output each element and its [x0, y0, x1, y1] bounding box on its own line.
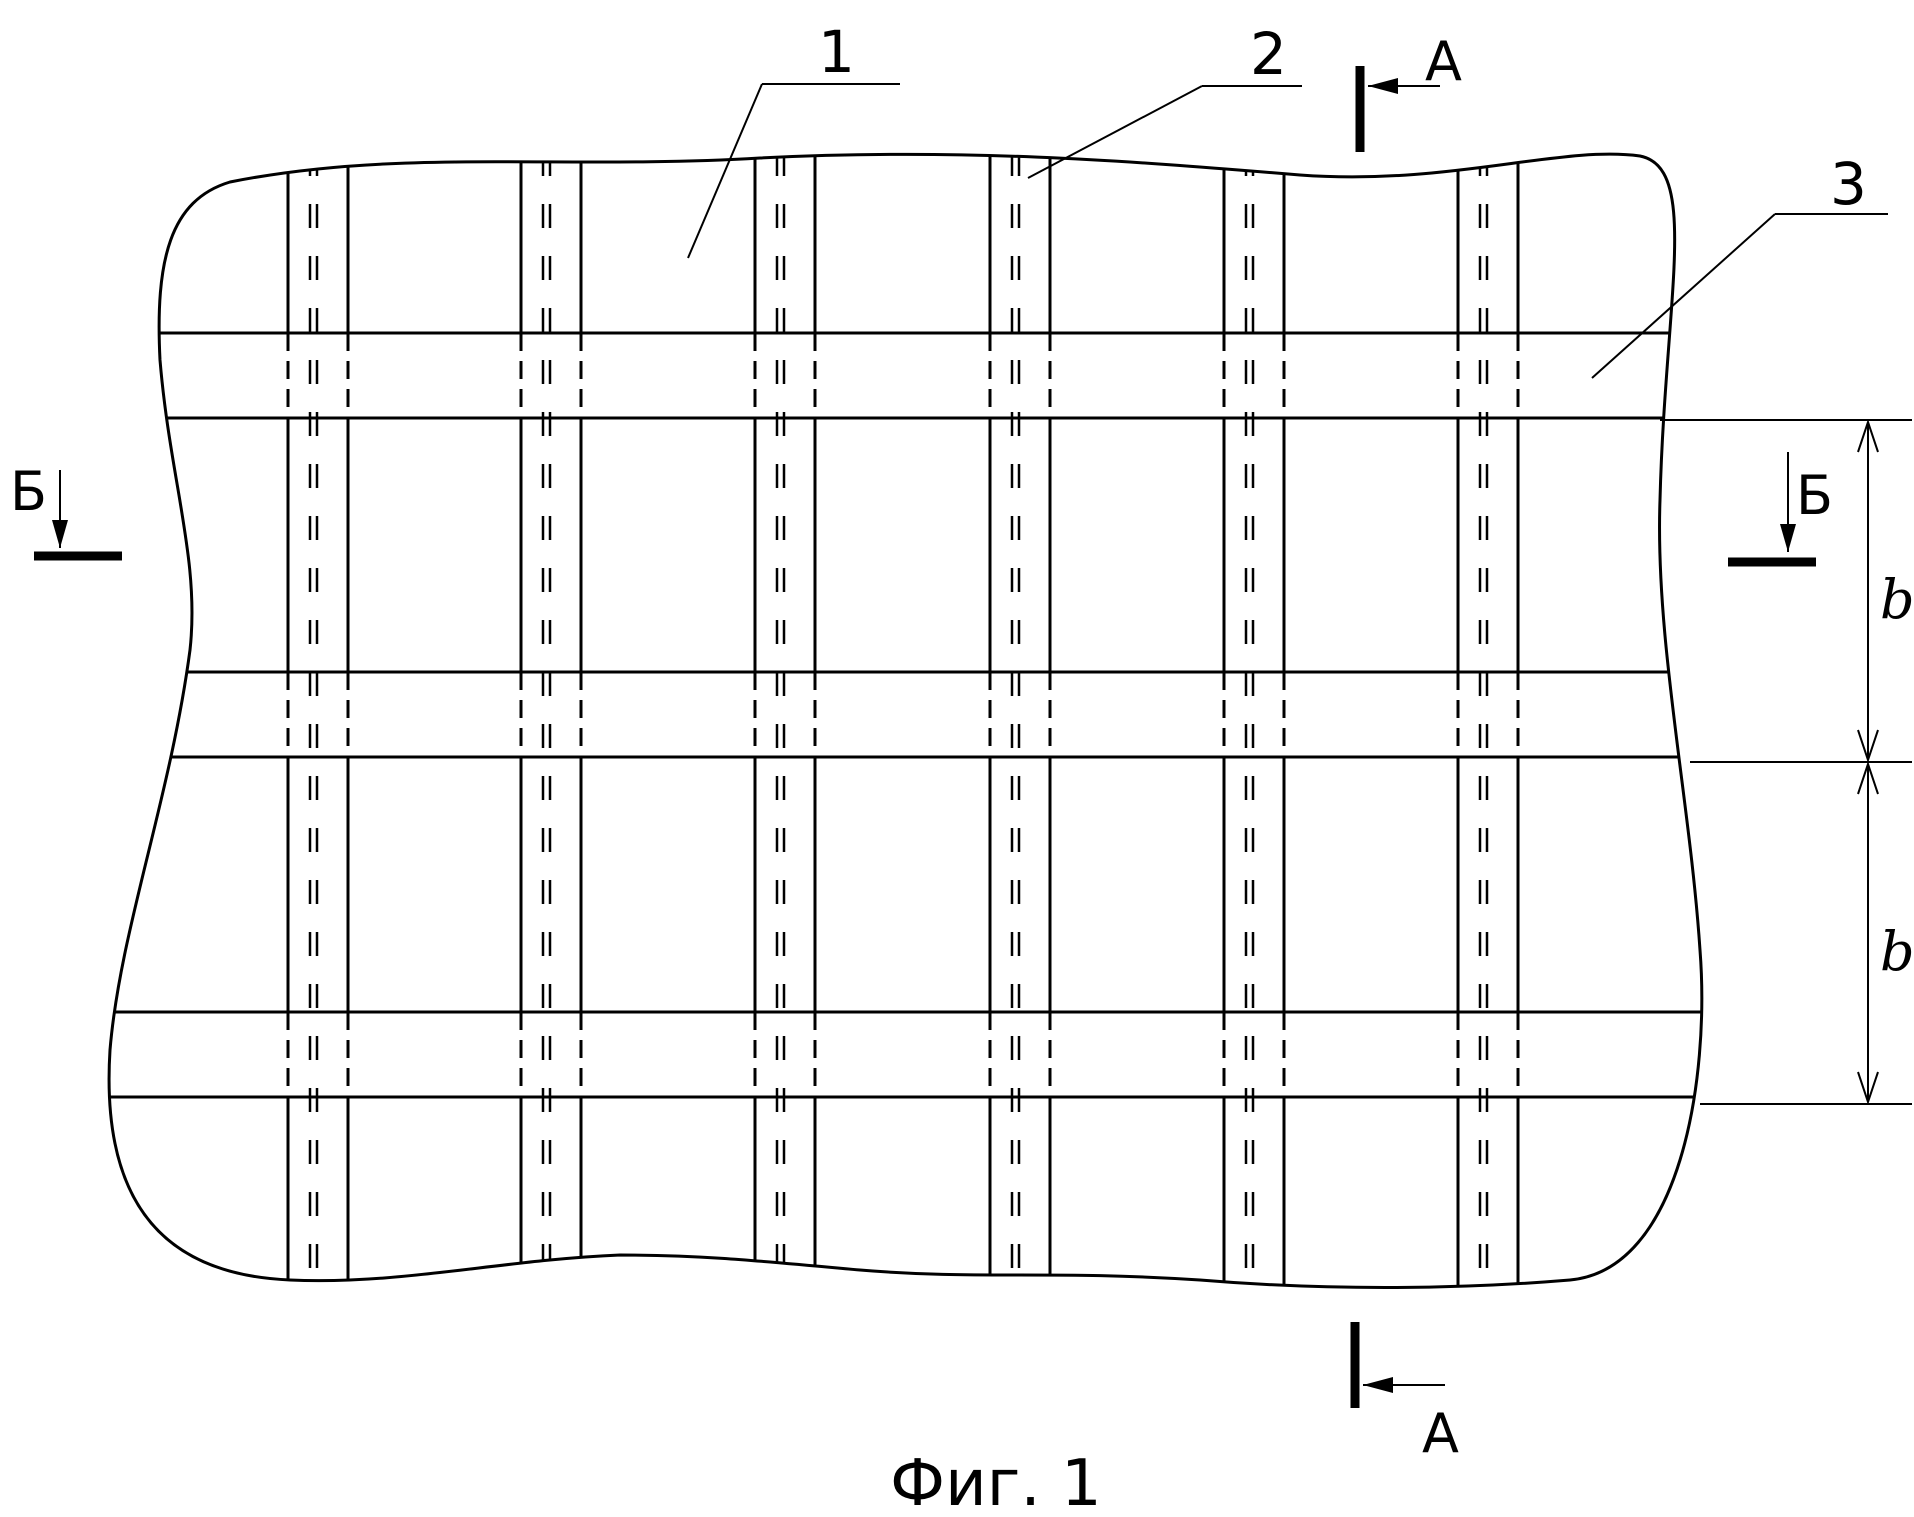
dimension-extension-lines	[1660, 419, 1912, 1105]
dimension-label-lower: b	[1880, 920, 1914, 983]
arrowhead-icon	[1363, 1377, 1393, 1393]
callout-2-label: 2	[1250, 20, 1287, 88]
section-mark-b-right: Б	[1728, 452, 1833, 567]
arrowhead-icon	[1857, 729, 1879, 764]
arrowhead-icon	[1857, 760, 1879, 795]
strip-grid	[109, 154, 1702, 1288]
leader-line	[1591, 213, 1776, 379]
leader-line	[1027, 85, 1203, 179]
callout-3-label: 3	[1830, 150, 1867, 218]
arrowhead-icon	[1368, 78, 1398, 94]
figure-caption: Фиг. 1	[890, 1447, 1102, 1517]
callout-1-label: 1	[818, 18, 855, 86]
section-b-right-label: Б	[1796, 464, 1833, 527]
dimension-upper: b	[1857, 418, 1914, 764]
arrowhead-icon	[1857, 1071, 1879, 1106]
leader-line	[687, 83, 763, 259]
callout-1: 1	[687, 18, 900, 259]
section-mark-a-top: А	[1355, 30, 1462, 152]
dimension-label-upper: b	[1880, 568, 1914, 631]
section-b-left-label: Б	[10, 460, 47, 523]
dimension-lower: b	[1857, 760, 1914, 1106]
arrowhead-icon	[52, 520, 68, 548]
section-a-top-label: А	[1425, 30, 1462, 93]
sheet-outline	[107, 152, 1704, 1289]
callout-3: 3	[1591, 150, 1888, 379]
arrowhead-icon	[1857, 418, 1879, 453]
callout-2: 2	[1027, 20, 1302, 179]
arrowhead-icon	[1780, 524, 1796, 552]
section-a-bottom-label: А	[1422, 1402, 1459, 1465]
section-mark-b-left: Б	[10, 460, 122, 561]
section-mark-a-bottom: А	[1350, 1322, 1459, 1465]
